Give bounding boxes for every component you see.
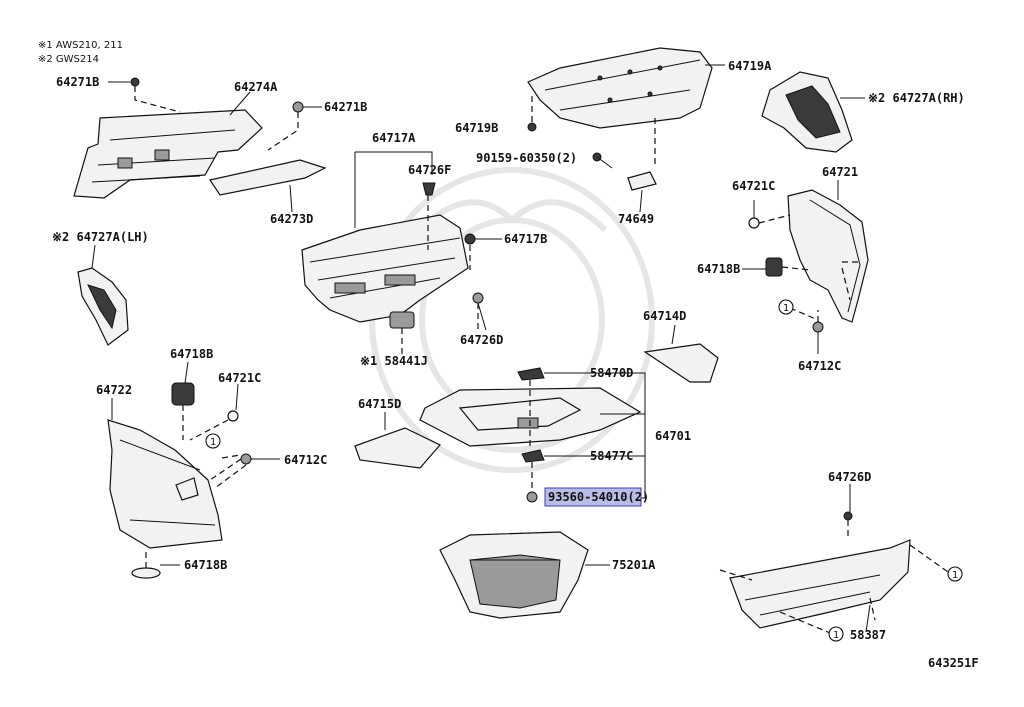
part-64715D-shape[interactable] xyxy=(354,427,441,469)
part-58387-shape[interactable] xyxy=(729,539,911,629)
label-58470D[interactable]: 58470D xyxy=(590,366,633,380)
highlight-93560 xyxy=(544,487,642,507)
label-64726D-a[interactable]: 64726D xyxy=(460,333,503,347)
label-64714D[interactable]: 64714D xyxy=(643,309,686,323)
label-64722[interactable]: 64722 xyxy=(96,383,132,397)
bolt-93560 xyxy=(526,491,538,503)
label-64715D[interactable]: 64715D xyxy=(358,397,401,411)
label-64727A-RH[interactable]: ※2 64727A(RH) xyxy=(868,91,965,105)
label-64717B[interactable]: 64717B xyxy=(504,232,547,246)
bolt-64726D-a xyxy=(472,292,484,304)
bolt-64271B-a xyxy=(130,77,140,87)
clip-64719B xyxy=(527,122,537,132)
label-64726F[interactable]: 64726F xyxy=(408,163,451,177)
label-64712C-a[interactable]: 64712C xyxy=(798,359,841,373)
note-1: ※1 AWS210, 211 xyxy=(38,40,123,51)
clip-64718B-a xyxy=(765,257,783,277)
bolt-64712C-b xyxy=(240,453,252,465)
label-64726D-b[interactable]: 64726D xyxy=(828,470,871,484)
label-58477C[interactable]: 58477C xyxy=(590,449,633,463)
label-90159[interactable]: 90159-60350(2) xyxy=(476,151,577,165)
part-64727A-RH-shape[interactable] xyxy=(761,71,853,153)
label-75201A[interactable]: 75201A xyxy=(612,558,656,572)
label-58387[interactable]: 58387 xyxy=(850,628,886,642)
label-64271B-a[interactable]: 64271B xyxy=(56,75,99,89)
label-64727A-LH[interactable]: ※2 64727A(LH) xyxy=(52,230,149,244)
part-64273D-shape[interactable] xyxy=(209,159,327,196)
label-64274A[interactable]: 64274A xyxy=(234,80,278,94)
label-74649[interactable]: 74649 xyxy=(618,212,654,226)
label-64271B-b[interactable]: 64271B xyxy=(324,100,367,114)
clip-58477C xyxy=(521,449,545,463)
bolt-64726D-b xyxy=(843,511,853,521)
label-64721C-a[interactable]: 64721C xyxy=(732,179,775,193)
note-2: ※2 GWS214 xyxy=(38,54,99,65)
label-58441J[interactable]: ※1 58441J xyxy=(360,354,428,368)
label-64701[interactable]: 64701 xyxy=(655,429,691,443)
diagram-code: 643251F xyxy=(928,656,979,670)
ref-marker-4: 1 xyxy=(833,630,839,641)
label-64718B-c[interactable]: 64718B xyxy=(184,558,227,572)
label-93560[interactable]: 93560-54010(2) xyxy=(548,490,649,504)
label-64721[interactable]: 64721 xyxy=(822,165,858,179)
label-64718B-b[interactable]: 64718B xyxy=(170,347,213,361)
clip-58470D xyxy=(517,367,545,381)
bolt-64712C-a xyxy=(812,321,824,333)
label-64721C-b[interactable]: 64721C xyxy=(218,371,261,385)
label-64719B[interactable]: 64719B xyxy=(455,121,498,135)
ref-marker-3: 1 xyxy=(952,570,958,581)
part-64721-shape[interactable] xyxy=(787,189,869,323)
clip-64726F xyxy=(422,182,436,196)
part-64727A-LH-shape[interactable] xyxy=(77,267,129,346)
label-64717A[interactable]: 64717A xyxy=(372,131,416,145)
part-75201A-shape[interactable] xyxy=(439,531,589,619)
part-64714D-shape[interactable] xyxy=(643,343,719,383)
clip-64721C-a xyxy=(748,217,760,229)
part-74649-shape[interactable] xyxy=(627,171,657,191)
bolt-64271B-b xyxy=(292,101,304,113)
clip-64718B-b xyxy=(171,382,195,406)
part-64722-shape[interactable] xyxy=(107,419,223,549)
clip-64717B xyxy=(464,233,476,245)
part-64719A-shape[interactable] xyxy=(527,47,713,129)
part-64701-shape[interactable] xyxy=(419,387,642,447)
ref-marker-1: 1 xyxy=(783,303,789,314)
label-64273D[interactable]: 64273D xyxy=(270,212,313,226)
label-64719A[interactable]: 64719A xyxy=(728,59,772,73)
part-58441J-shape[interactable] xyxy=(389,311,415,329)
label-64712C-b[interactable]: 64712C xyxy=(284,453,327,467)
part-64274A-shape[interactable] xyxy=(73,109,263,199)
clip-64718B-c xyxy=(131,567,161,579)
label-64718B-a[interactable]: 64718B xyxy=(697,262,740,276)
part-64717A-shape[interactable] xyxy=(301,214,469,323)
clip-64721C-b xyxy=(227,410,239,422)
ref-marker-2: 1 xyxy=(210,437,216,448)
